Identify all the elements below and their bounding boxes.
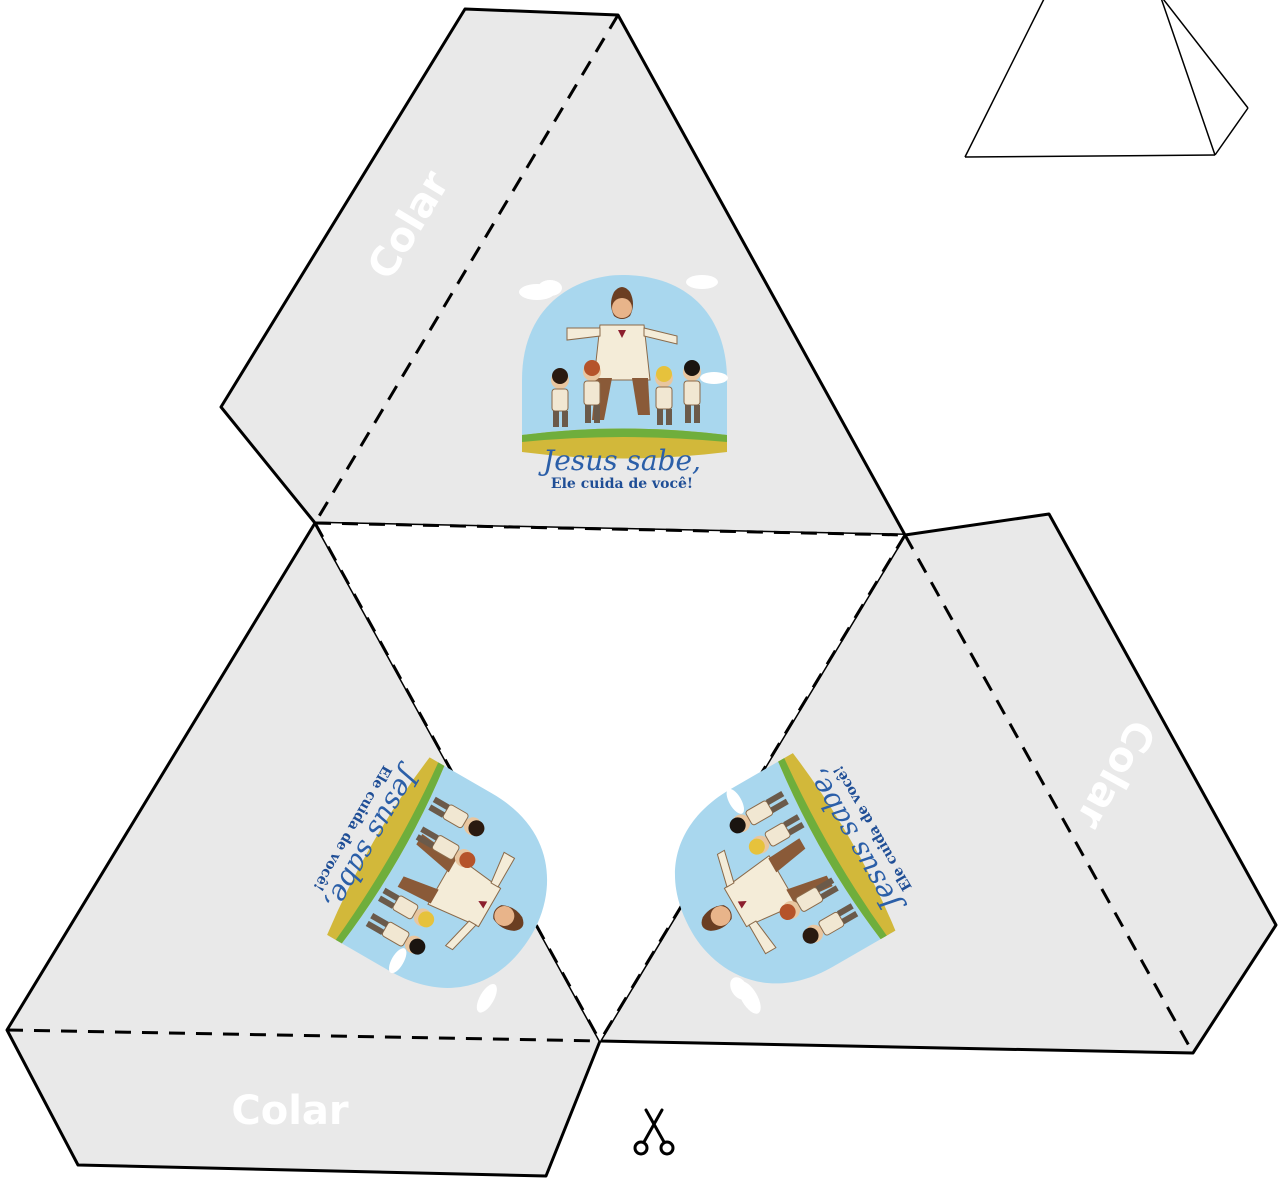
fold-line-top-flap	[313, 14, 620, 524]
illustration-subtitle: Ele cuida de você!	[551, 476, 693, 492]
fold-line-left-center	[313, 522, 602, 1042]
flap-label-bottom: Colar	[231, 1088, 349, 1134]
fold-line-bottom-flap	[6, 1028, 601, 1043]
illustration-title: Jesus sabe,	[538, 444, 701, 477]
fold-line-right-flap	[903, 534, 1195, 1054]
fold-line-right-center	[598, 534, 907, 1042]
center-face	[315, 523, 905, 1041]
illustration-top: Jesus sabe, Ele cuida de você!	[518, 274, 729, 492]
fold-line-top-center	[314, 521, 906, 537]
scissors-icon	[633, 1108, 675, 1156]
fold-lines	[6, 14, 1195, 1054]
pyramid-icon	[964, 0, 1249, 158]
